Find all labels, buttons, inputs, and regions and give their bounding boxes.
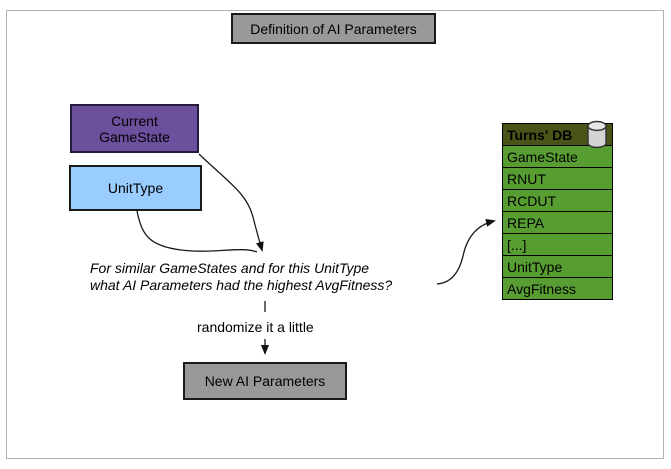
turns-db-header-label: Turns' DB (507, 126, 573, 143)
turns-db-header: Turns' DB (502, 120, 613, 149)
unittype-label: UnitType (107, 180, 164, 196)
database-icon (587, 120, 607, 149)
db-row-avgfitness: AvgFitness (502, 277, 613, 300)
new-ai-parameters-label: New AI Parameters (204, 373, 326, 389)
question-line1: For similar GameStates and for this Unit… (90, 260, 370, 276)
current-gamestate-label-line1: Current (111, 112, 158, 129)
db-row-unittype: UnitType (502, 255, 613, 278)
db-row-rnut: RNUT (502, 167, 613, 190)
db-row-repa: REPA (502, 211, 613, 234)
unittype-node: UnitType (69, 165, 202, 211)
title-node: Definition of AI Parameters (231, 13, 436, 44)
new-ai-parameters-node: New AI Parameters (183, 362, 347, 400)
db-row-ellipsis: [...] (502, 233, 613, 256)
turns-db-table: Turns' DB GameState RNUT RCDUT REPA [...… (502, 120, 613, 300)
diagram-frame (6, 10, 664, 459)
db-row-rcdut: RCDUT (502, 189, 613, 212)
diagram-title: Definition of AI Parameters (250, 20, 417, 37)
current-gamestate-node: Current GameState (70, 104, 199, 153)
question-line2: what AI Parameters had the highest AvgFi… (90, 276, 393, 293)
randomize-annotation: randomize it a little (197, 319, 314, 335)
question-annotation: For similar GameStates and for this Unit… (90, 260, 392, 293)
current-gamestate-label-line2: GameState (99, 128, 170, 145)
